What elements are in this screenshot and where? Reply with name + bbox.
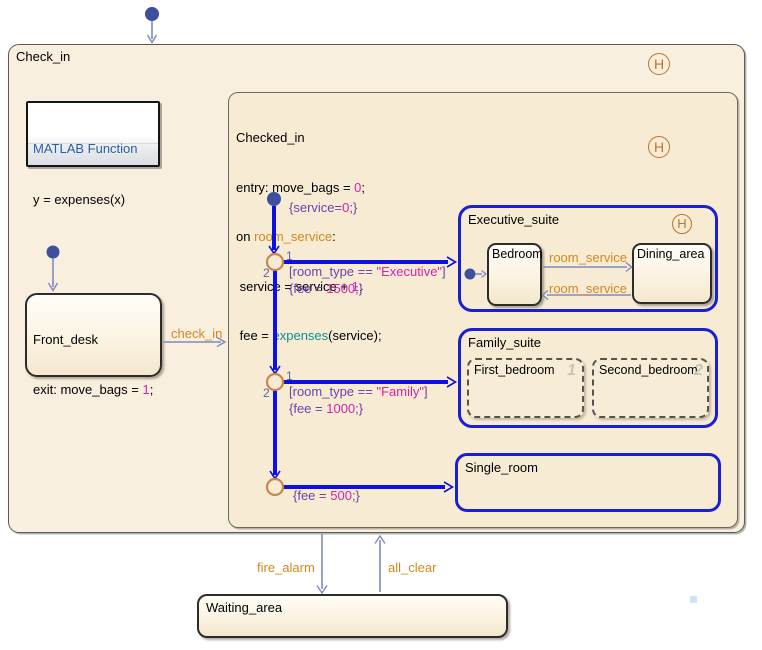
state-first-bedroom[interactable]: First_bedroom 1 (467, 358, 584, 418)
checked-in-service-stmt: service = service + 1; (236, 278, 363, 294)
arrowhead-icon (625, 261, 633, 273)
transition-fire-alarm[interactable] (316, 534, 328, 595)
arrowhead-icon (146, 34, 158, 44)
label-single-action[interactable]: {fee = 500;} (293, 488, 360, 503)
state-bedroom[interactable]: Bedroom (487, 243, 543, 306)
arrowhead-icon (374, 534, 386, 544)
arrowhead-icon (481, 269, 488, 279)
default-transition-dot[interactable] (46, 245, 60, 259)
state-check-in-title: Check_in (16, 49, 71, 64)
transition-to-family[interactable] (283, 376, 458, 388)
label-all-clear-event[interactable]: all_clear (388, 560, 437, 575)
transition-junction2-junction3[interactable] (269, 390, 281, 480)
default-transition-front-desk[interactable] (46, 245, 60, 292)
default-transition-dot[interactable] (464, 268, 476, 280)
state-executive-suite-title: Executive_suite (468, 212, 560, 227)
label-room-service-to-dining[interactable]: room_service (549, 250, 628, 265)
label-family-condition[interactable]: [room_type == "Family"] (289, 384, 428, 399)
transition-dining-to-bedroom[interactable] (541, 289, 632, 301)
history-junction-executive-suite[interactable]: H (672, 214, 692, 234)
transition-check-in[interactable] (163, 336, 227, 348)
arrowhead-icon (541, 289, 549, 301)
state-front-desk[interactable]: Front_desk exit: move_bags = 1; (25, 293, 162, 397)
transition-to-executive[interactable] (283, 256, 458, 268)
checked-in-fee-stmt: fee = expenses(service); (236, 328, 382, 343)
state-checked-in-title: Checked_in (236, 130, 305, 145)
artifact-dot (690, 596, 697, 603)
label-check-in-event[interactable]: check_in (171, 326, 223, 341)
arrowhead-icon (47, 282, 59, 292)
state-bedroom-title: Bedroom (492, 247, 543, 261)
matlab-function-title: MATLAB Function (33, 141, 138, 156)
default-transition-dot[interactable] (145, 7, 159, 21)
label-fire-alarm-event[interactable]: fire_alarm (257, 560, 315, 575)
state-first-bedroom-title: First_bedroom (474, 363, 555, 377)
state-waiting-area-title: Waiting_area (206, 600, 283, 615)
default-transition-bedroom[interactable] (464, 268, 488, 280)
junction2-branch-1: 1 (286, 369, 293, 383)
history-junction-checked-in[interactable]: H (648, 136, 670, 158)
connective-junction-3[interactable] (265, 477, 285, 497)
label-service-init[interactable]: {service=0;} (289, 200, 358, 215)
transition-all-clear[interactable] (374, 534, 386, 592)
arrowhead-icon (316, 585, 328, 595)
arrowhead-icon (446, 256, 458, 268)
state-single-room-title: Single_room (465, 460, 538, 475)
arrowhead-icon (443, 481, 455, 493)
connective-junction-1[interactable] (265, 252, 285, 272)
state-dining-area[interactable]: Dining_area (632, 243, 712, 304)
matlab-function-signature: y = expenses(x) (33, 192, 126, 207)
junction1-branch-2: 2 (263, 266, 270, 280)
label-executive-action[interactable]: {fee = 1500;} (289, 281, 364, 296)
junction2-branch-2: 2 (263, 386, 270, 400)
matlab-function-divider (28, 143, 158, 144)
state-second-bedroom[interactable]: Second_bedroom 2 (592, 358, 709, 418)
label-family-action[interactable]: {fee = 1000;} (289, 401, 364, 416)
default-transition-check-in[interactable] (145, 7, 159, 44)
front-desk-exit-action: exit: move_bags = 1; (33, 381, 154, 397)
arrowhead-icon (216, 336, 227, 348)
parallel-order-badge: 1 (567, 362, 576, 379)
state-family-suite-title: Family_suite (468, 335, 541, 350)
junction1-branch-1: 1 (286, 249, 293, 263)
arrowhead-icon (446, 376, 458, 388)
parallel-order-badge: 2 (694, 362, 703, 379)
transition-bedroom-to-dining[interactable] (543, 261, 633, 273)
matlab-function-block[interactable]: MATLAB Function y = expenses(x) (26, 101, 160, 207)
state-waiting-area[interactable]: Waiting_area (197, 594, 508, 638)
state-second-bedroom-title: Second_bedroom (599, 363, 698, 377)
transition-to-single-room[interactable] (283, 481, 455, 493)
transition-junction1-junction2[interactable] (269, 270, 281, 375)
checked-in-entry-action: entry: move_bags = 0; (236, 179, 366, 195)
label-room-service-to-bedroom[interactable]: room_service (549, 281, 628, 296)
state-dining-area-title: Dining_area (637, 247, 705, 261)
connective-junction-2[interactable] (265, 372, 285, 392)
default-transition-dot[interactable] (267, 192, 281, 206)
label-executive-condition[interactable]: [room_type == "Executive"] (289, 264, 446, 279)
state-single-room[interactable]: Single_room (455, 453, 721, 512)
default-transition-checked-in[interactable] (267, 192, 281, 255)
history-junction-check-in[interactable]: H (648, 53, 670, 75)
state-front-desk-title: Front_desk (33, 332, 99, 347)
